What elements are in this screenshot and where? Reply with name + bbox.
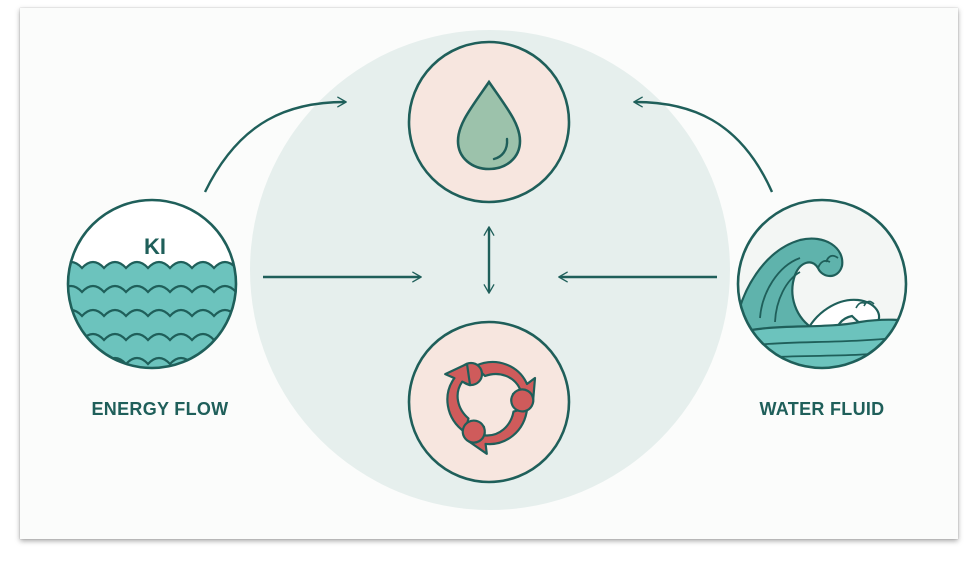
left-node-badge: KI bbox=[144, 234, 166, 259]
recycle-icon bbox=[444, 361, 537, 455]
right-node-label: WATER FLUID bbox=[760, 399, 885, 419]
left-node: KI ENERGY FLOW bbox=[66, 198, 238, 419]
waves-icon bbox=[68, 260, 236, 368]
bottom-node bbox=[407, 320, 571, 484]
top-node bbox=[407, 40, 571, 204]
right-node: WATER FLUID bbox=[736, 198, 908, 419]
left-node-label: ENERGY FLOW bbox=[92, 399, 229, 419]
water-drop-icon bbox=[456, 79, 522, 171]
curved-arrow-left bbox=[203, 96, 347, 193]
curved-arrow-right bbox=[633, 96, 774, 193]
